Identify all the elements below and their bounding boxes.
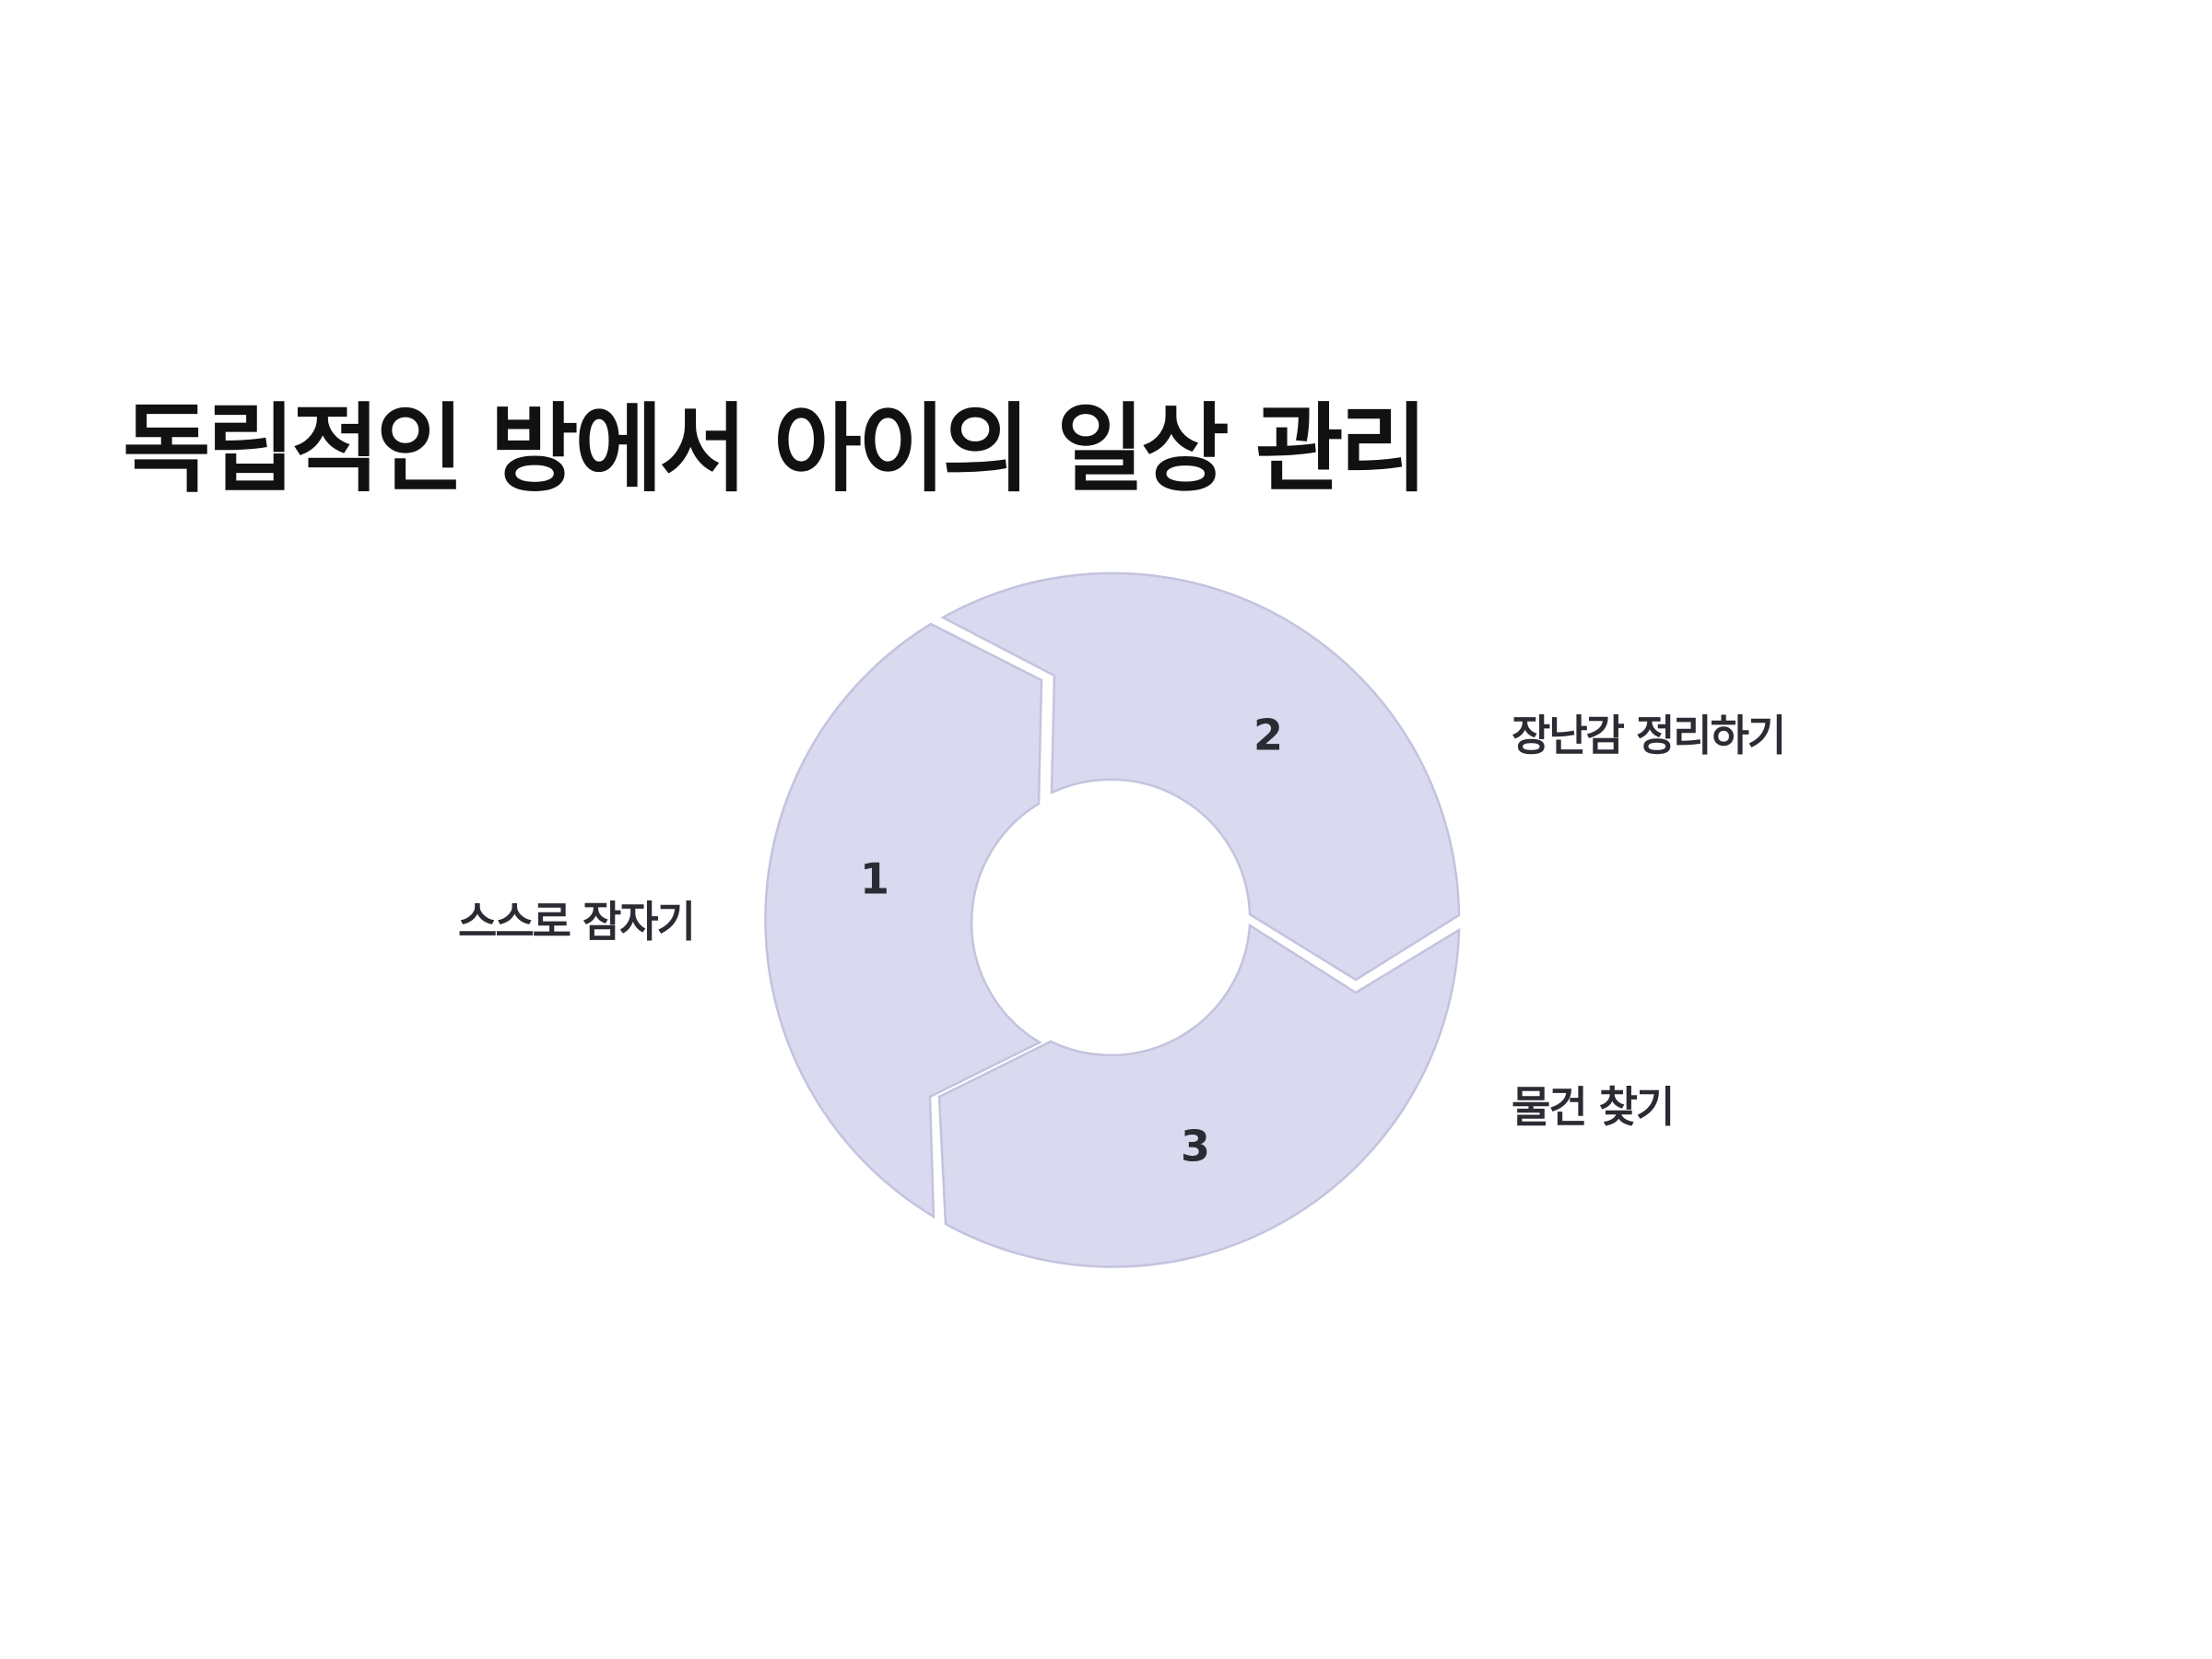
step-number-3: 3 xyxy=(1181,1122,1210,1171)
step-label-2: 장난감 정리하기 xyxy=(1512,711,1786,760)
step-number-2: 2 xyxy=(1253,711,1283,760)
step-number-1: 1 xyxy=(860,854,889,904)
step-label-3: 물건 찾기 xyxy=(1512,1082,1675,1132)
page-title: 독립적인 방에서 아이의 일상 관리 xyxy=(123,393,1428,505)
cycle-segment-1 xyxy=(764,622,1043,1219)
cycle-segment-3 xyxy=(937,923,1461,1268)
cycle-ring xyxy=(764,571,1461,1268)
step-label-1: 스스로 잠자기 xyxy=(458,897,696,947)
cycle-segment-2 xyxy=(940,571,1461,982)
